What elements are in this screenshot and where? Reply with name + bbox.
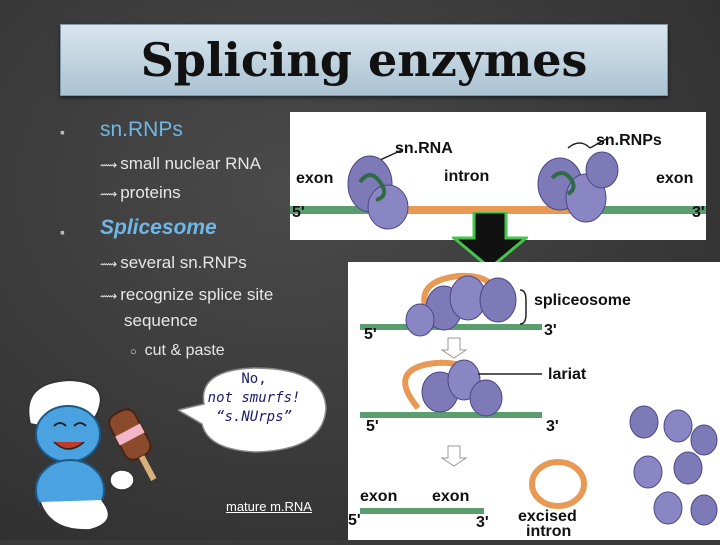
circle-bullet-icon: ○: [130, 346, 137, 358]
pre-mrna-diagram: [290, 137, 706, 230]
label-excised: excised: [518, 508, 577, 525]
bubble-line: not smurfs!: [207, 390, 301, 406]
bullet-dot-icon: ▪: [60, 224, 65, 240]
label-spliceosome: spliceosome: [534, 292, 631, 309]
snrnp-blob: [585, 151, 619, 189]
label-five-prime: 5': [292, 204, 305, 221]
label-three-a: 3': [544, 322, 557, 339]
slide-title: Splicing enzymes: [140, 33, 588, 87]
sub-sub-bullet-cut-paste: ○ cut & paste: [130, 342, 225, 360]
smurf-illustration: [27, 378, 157, 532]
bubble-line: “s.NUrps”: [216, 409, 292, 425]
label-lariat: lariat: [548, 366, 587, 383]
top-splicing-figure: sn.RNA sn.RNPs exon intron exon 5' 3': [290, 112, 706, 240]
sub-bullet-recognize: ⟿recognize splice site: [100, 285, 273, 305]
snrnps-pointer: [589, 137, 609, 149]
step-arrow-icon: [440, 445, 468, 467]
snrnp-blob: [690, 494, 718, 526]
bottom-spliceosome-figure: spliceosome 5' 3' lariat 5' 3' exon exon…: [348, 262, 720, 540]
sub-sub-bullet-text: cut & paste: [144, 342, 225, 359]
sub-bullet-text: recognize splice site: [120, 285, 274, 304]
label-snrna: sn.RNA: [395, 140, 453, 157]
label-five-a: 5': [364, 326, 377, 343]
snrnp-blob: [469, 379, 503, 417]
snrna-strand: [358, 173, 387, 202]
sub-bullet-small-nuclear-rna: ⟿small nuclear RNA: [100, 154, 261, 174]
sub-bullet-arrow-icon: ⟿: [100, 289, 118, 303]
sub-bullet-proteins: ⟿proteins: [100, 183, 181, 203]
label-exon-left: exon: [296, 170, 334, 187]
sub-bullet-text: several sn.RNPs: [120, 253, 247, 272]
mature-mrna-label: mature m.RNA: [226, 499, 312, 514]
label-five-b: 5': [366, 418, 379, 435]
speech-bubble: [178, 367, 327, 453]
snrnp-blob: [663, 409, 693, 443]
snrnp-blob: [653, 491, 683, 525]
mature-mrna-strand: [360, 508, 484, 514]
label-three-prime: 3': [692, 204, 705, 221]
sub-bullet-arrow-icon: ⟿: [100, 158, 118, 172]
snrnp-blob: [405, 303, 435, 337]
snrnp-blob: [629, 405, 659, 439]
label-exon-right: exon: [656, 170, 694, 187]
intron-strand: [408, 206, 598, 214]
snrnp-blob: [673, 451, 703, 485]
bubble-line: No,: [241, 371, 267, 387]
down-arrow-icon: [452, 212, 528, 270]
label-five-c: 5': [348, 512, 361, 529]
bullet-dot-icon: ▪: [60, 124, 65, 140]
label-three-b: 3': [546, 418, 559, 435]
sub-bullet-arrow-icon: ⟿: [100, 187, 118, 201]
bullet-splicesome: Splicesome: [100, 216, 217, 239]
label-exon-b: exon: [432, 488, 470, 505]
title-box: Splicing enzymes: [60, 24, 668, 96]
snrnp-blob: [367, 184, 409, 230]
label-intron: intron: [526, 523, 572, 540]
snrnp-blob: [479, 277, 517, 323]
spliceosome-diagram: [360, 272, 718, 526]
spliceosome-brace: [519, 289, 527, 325]
sub-bullet-several-snrnps: ⟿several sn.RNPs: [100, 253, 247, 273]
snrna-strand: [550, 171, 576, 196]
sub-bullet-text: small nuclear RNA: [120, 154, 261, 173]
sub-bullet-text: proteins: [120, 183, 181, 202]
sub-bullet-recognize-cont: sequence: [124, 311, 198, 330]
label-exon-a: exon: [360, 488, 398, 505]
snrnp-blob: [690, 424, 718, 456]
sub-bullet-arrow-icon: ⟿: [100, 257, 118, 271]
step-arrow-icon: [440, 337, 468, 359]
excised-intron-loop: [529, 459, 587, 509]
snrnp-blob: [633, 455, 663, 489]
exon-strand: [360, 412, 542, 418]
label-snrnps: sn.RNPs: [596, 132, 662, 149]
bullet-snrnps: sn.RNPs: [100, 118, 183, 141]
label-intron: intron: [444, 168, 490, 185]
label-three-c: 3': [476, 514, 489, 531]
speech-bubble-text: No, not smurfs! “s.NUrps”: [178, 370, 330, 427]
snrnps-brace: [567, 142, 591, 149]
